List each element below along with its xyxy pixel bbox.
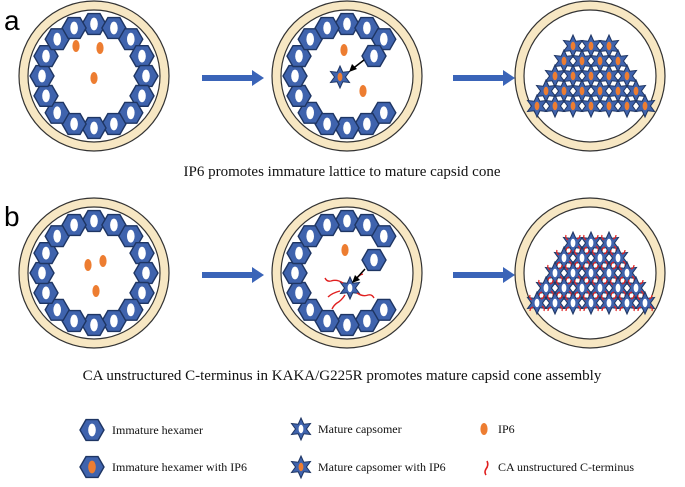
immature-hexamer	[361, 248, 387, 272]
legend-immature-hexamer-ip6-icon	[79, 455, 105, 479]
immature-hexamer	[81, 12, 107, 36]
immature-hexamer	[133, 261, 159, 285]
panel-b-caption: CA unstructured C-terminus in KAKA/G225R…	[83, 368, 602, 384]
immature-hexamer	[282, 64, 308, 88]
legend-mature-capsomer-ip6-label: Mature capsomer with IP6	[318, 460, 446, 474]
immature-hexamer	[33, 84, 59, 108]
legend-ip6-icon	[480, 423, 488, 435]
panel-a-immature-lattice	[18, 0, 170, 152]
immature-hexamer	[101, 112, 127, 136]
immature-hexamer	[354, 309, 380, 333]
immature-hexamer	[29, 261, 55, 285]
immature-hexamer	[354, 112, 380, 136]
panel-b-mature-cone	[514, 197, 666, 349]
transition-arrow	[453, 267, 515, 283]
panel-a-transition	[271, 0, 423, 152]
ip6-molecule	[92, 285, 100, 297]
immature-hexamer	[314, 16, 340, 40]
immature-hexamer	[129, 44, 155, 68]
panel-a-caption: IP6 promotes immature lattice to mature …	[184, 164, 501, 180]
legend-mature-capsomer-label: Mature capsomer	[318, 422, 402, 436]
immature-hexamer	[101, 309, 127, 333]
legend-c-terminus-label: CA unstructured C-terminus	[498, 460, 634, 474]
immature-hexamer	[33, 281, 59, 304]
ip6-molecule	[72, 40, 80, 52]
legend-immature-hexamer-icon	[79, 418, 105, 442]
ip6-molecule	[359, 85, 367, 97]
legend-immature-hexamer-label: Immature hexamer	[112, 423, 203, 437]
ip6-molecule	[84, 259, 92, 271]
immature-hexamer	[334, 209, 360, 233]
ip6-molecule	[90, 72, 98, 84]
legend-immature-hexamer-ip6-label: Immature hexamer with IP6	[112, 460, 247, 474]
legend-ip6-label: IP6	[498, 422, 515, 436]
ip6-molecule	[340, 44, 348, 56]
panel-b-immature-lattice	[18, 197, 170, 349]
immature-hexamer	[129, 242, 155, 265]
panel-a-letter: a	[4, 5, 20, 36]
immature-hexamer	[286, 281, 312, 304]
immature-hexamer	[361, 44, 387, 68]
immature-hexamer	[61, 213, 87, 237]
ip6-molecule	[96, 42, 104, 54]
immature-hexamer	[334, 313, 360, 337]
immature-hexamer	[282, 261, 308, 285]
immature-hexamer	[133, 64, 159, 88]
transition-arrow	[202, 267, 264, 283]
legend-mature-capsomer-icon	[291, 417, 311, 441]
legend-c-terminus-icon	[484, 460, 489, 476]
immature-hexamer	[81, 209, 107, 233]
immature-hexamer	[81, 116, 107, 140]
panel-b-letter: b	[4, 201, 20, 232]
transition-arrow	[202, 70, 264, 86]
panel-a-mature-cone	[514, 0, 666, 152]
immature-hexamer	[334, 116, 360, 140]
immature-hexamer	[29, 64, 55, 88]
legend-mature-capsomer-ip6-icon	[291, 455, 311, 479]
immature-hexamer	[81, 313, 107, 337]
ip6-molecule	[99, 255, 107, 267]
transition-arrow	[453, 70, 515, 86]
immature-hexamer	[314, 213, 340, 237]
immature-hexamer	[334, 12, 360, 36]
immature-hexamer	[61, 16, 87, 40]
panel-b-transition	[271, 197, 423, 349]
immature-hexamer	[371, 225, 397, 248]
ip6-molecule	[341, 244, 349, 256]
legend: Immature hexamer Immature hexamer with I…	[79, 417, 634, 479]
immature-hexamer	[286, 84, 312, 108]
